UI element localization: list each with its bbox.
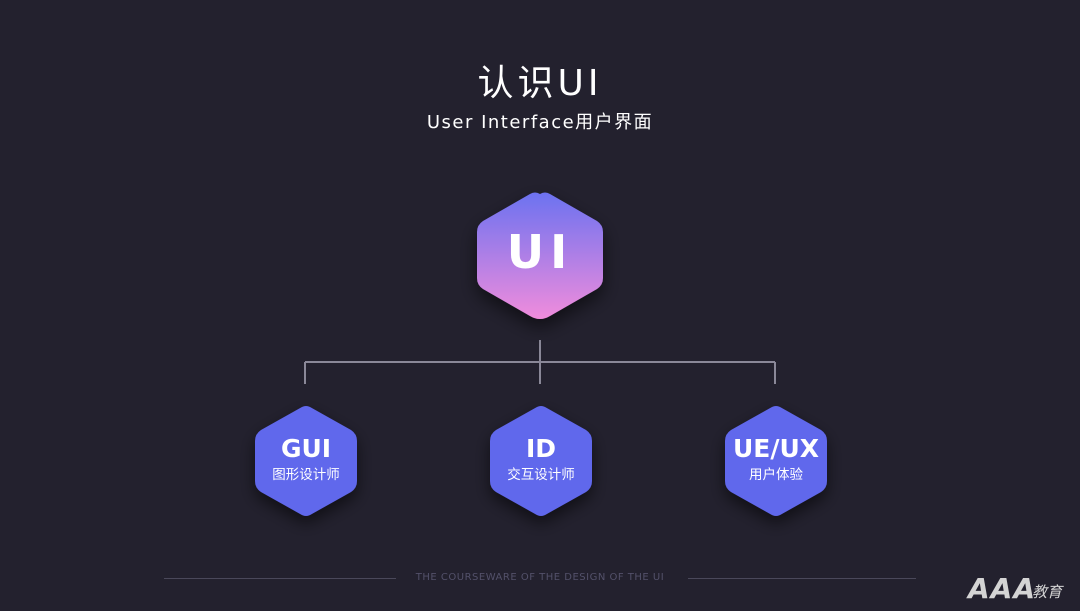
node-sublabel: 用户体验: [749, 467, 803, 483]
page-title: 认识UI: [477, 63, 603, 104]
node-sublabel: 交互设计师: [507, 467, 575, 483]
footer-divider-left: [164, 578, 396, 579]
node-label: GUI: [280, 434, 332, 463]
hexagon-shape: [490, 406, 592, 516]
node-sublabel: 图形设计师: [272, 467, 340, 483]
hexagon-shape: [477, 192, 603, 319]
brand-logo: AAA 教育: [968, 572, 1078, 608]
brand-mark: AAA: [968, 572, 1037, 605]
hexagon-shape: [725, 406, 827, 516]
root-hexagon-node: UI: [473, 190, 607, 320]
brand-word: 教育: [1032, 583, 1063, 601]
footer-caption: THE COURSEWARE OF THE DESIGN OF THE UI: [415, 572, 665, 583]
node-label: UE/UX: [732, 434, 820, 463]
page-subtitle: User Interface用户界面: [426, 112, 654, 133]
hexagon-node-id: ID 交互设计师: [485, 404, 597, 518]
hexagon-shape: [255, 406, 357, 516]
footer-divider-right: [688, 578, 916, 579]
node-label: ID: [525, 434, 557, 463]
root-label: UI: [506, 225, 574, 279]
hexagon-node-ue-ux: UE/UX 用户体验: [720, 404, 832, 518]
hexagon-node-gui: GUI 图形设计师: [250, 404, 362, 518]
